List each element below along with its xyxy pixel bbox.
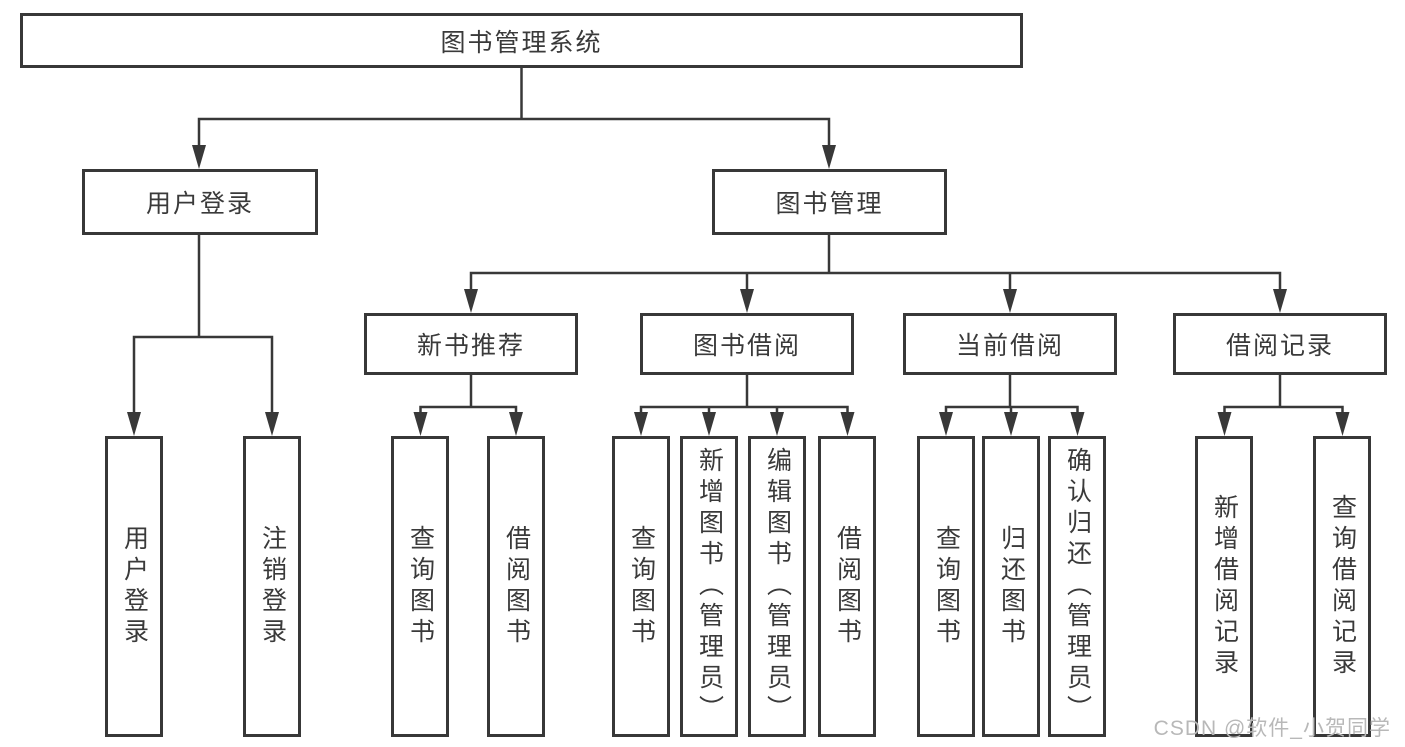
node-label: 归还图书: [997, 524, 1026, 649]
node-query-borrow-record: 查询借阅记录: [1313, 436, 1371, 737]
node-label: 查询图书: [627, 524, 656, 649]
connector-book-borrow-branch: [639, 405, 849, 415]
node-label: 当前借阅: [955, 332, 1064, 360]
node-borrow-records: 借阅记录: [1173, 313, 1387, 375]
node-label: 图书管理系统: [440, 28, 603, 57]
node-label: 借阅图书: [833, 524, 862, 649]
connector-level2-branch: [197, 117, 831, 146]
node-current-borrow: 当前借阅: [903, 313, 1117, 375]
node-return-books: 归还图书: [982, 436, 1040, 737]
connector-user-login-branch: [132, 335, 274, 414]
node-book-management: 图书管理: [712, 169, 947, 235]
node-add-books-admin: 新增图书（管理员）: [680, 436, 738, 737]
node-logout: 注销登录: [243, 436, 301, 737]
node-add-borrow-record: 新增借阅记录: [1195, 436, 1253, 737]
node-borrow-books: 借阅图书: [818, 436, 876, 737]
node-query-books-borrow: 查询图书: [612, 436, 670, 737]
node-label: 图书借阅: [692, 332, 801, 360]
connector-borrow-records-branch: [1223, 405, 1344, 415]
node-label: 新增借阅记录: [1210, 493, 1239, 680]
node-library-management-system: 图书管理系统: [20, 13, 1023, 68]
node-label: 确认归还（管理员）: [1063, 447, 1092, 726]
node-label: 用户登录: [120, 524, 149, 649]
node-label: 图书管理: [775, 190, 884, 218]
csdn-watermark: CSDN @软件_小贺同学: [1153, 717, 1391, 740]
node-query-books-recommend: 查询图书: [391, 436, 449, 737]
node-new-book-recommend: 新书推荐: [364, 313, 578, 375]
node-label: 查询借阅记录: [1328, 493, 1357, 680]
connector-new-book-recommend-branch: [419, 405, 518, 415]
node-user-login: 用户登录: [82, 169, 318, 235]
node-edit-books-admin: 编辑图书（管理员）: [748, 436, 806, 737]
node-label: 借阅记录: [1225, 332, 1334, 360]
node-borrow-books-recommend: 借阅图书: [487, 436, 545, 737]
node-label: 新书推荐: [416, 332, 525, 360]
node-user-login-leaf: 用户登录: [105, 436, 163, 737]
node-label: 注销登录: [258, 524, 287, 649]
node-book-borrow: 图书借阅: [640, 313, 854, 375]
node-label: 用户登录: [145, 190, 254, 218]
node-label: 查询图书: [406, 524, 435, 649]
node-label: 查询图书: [932, 524, 961, 649]
node-query-books-current: 查询图书: [917, 436, 975, 737]
node-confirm-return-admin: 确认归还（管理员）: [1048, 436, 1106, 737]
node-label: 编辑图书（管理员）: [763, 447, 792, 726]
node-label: 新增图书（管理员）: [695, 447, 724, 726]
node-label: 借阅图书: [502, 524, 531, 649]
connector-level3-branch: [469, 271, 1282, 291]
arrowheads: [127, 145, 1350, 436]
